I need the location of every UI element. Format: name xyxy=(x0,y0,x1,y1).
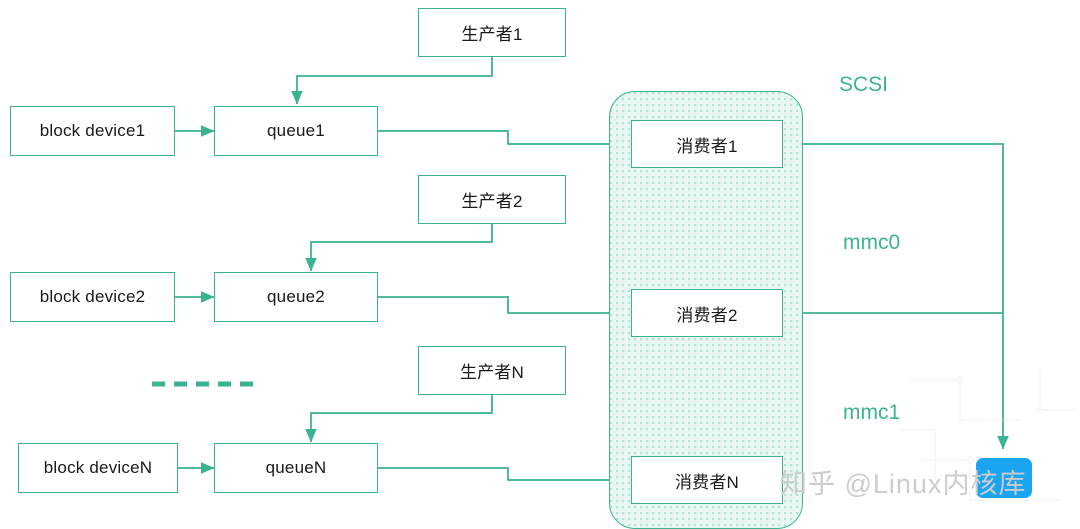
circuit-decoration xyxy=(900,370,1075,501)
queue-n[interactable]: queueN xyxy=(214,443,378,493)
producer-1[interactable]: 生产者1 xyxy=(418,8,566,57)
watermark-text: 知乎 @Linux内核库 xyxy=(780,469,1027,499)
producer-2[interactable]: 生产者2 xyxy=(418,175,566,224)
block-device-2[interactable]: block device2 xyxy=(10,272,175,322)
queue-1[interactable]: queue1 xyxy=(214,106,378,156)
label-mmc0: mmc0 xyxy=(843,231,901,254)
consumer-2[interactable]: 消费者2 xyxy=(631,289,783,337)
watermark-chip xyxy=(976,458,1032,498)
queue-2[interactable]: queue2 xyxy=(214,272,378,322)
block-device-1[interactable]: block device1 xyxy=(10,106,175,156)
consumer-n[interactable]: 消费者N xyxy=(631,456,783,504)
block-device-n[interactable]: block deviceN xyxy=(18,443,178,493)
label-mmc1: mmc1 xyxy=(843,401,901,424)
consumer-1[interactable]: 消费者1 xyxy=(631,120,783,168)
producer-n[interactable]: 生产者N xyxy=(418,346,566,395)
label-scsi: SCSI xyxy=(839,73,889,96)
